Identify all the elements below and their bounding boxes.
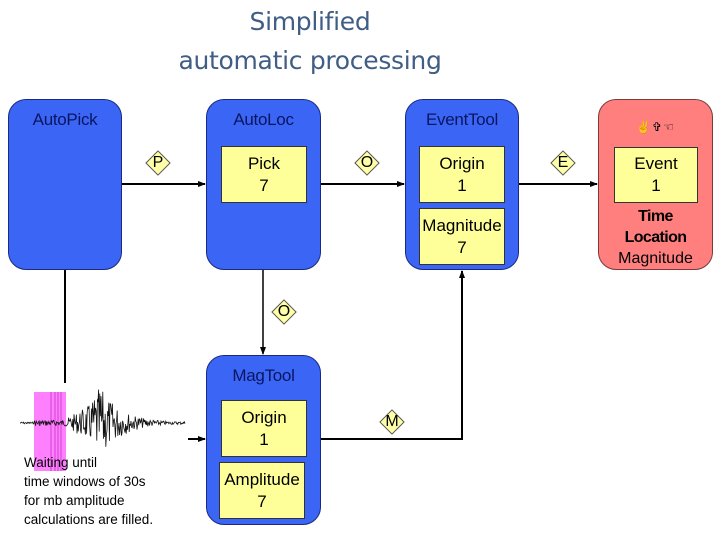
object-count: 7 bbox=[259, 175, 269, 195]
connector-label: P bbox=[152, 154, 164, 171]
connector-badge-p: P bbox=[145, 150, 171, 176]
attribute-location: Location bbox=[624, 229, 687, 246]
waveform-trace bbox=[19, 389, 186, 447]
process-magtool[interactable]: MagTool Origin 1 Amplitude 7 bbox=[206, 355, 321, 525]
object-origin[interactable]: Origin 1 bbox=[419, 146, 505, 203]
waveform-path bbox=[19, 389, 186, 447]
object-magnitude[interactable]: Magnitude 7 bbox=[419, 208, 505, 265]
connector-badge-o: O bbox=[354, 150, 380, 176]
process-label: EventTool bbox=[426, 110, 498, 129]
process-label: MagTool bbox=[232, 366, 295, 385]
time-window-lines bbox=[50, 392, 62, 471]
process-autopick[interactable]: AutoPick bbox=[8, 99, 122, 270]
hand-gesture-icons: ✌✞☜ bbox=[636, 120, 675, 134]
caption-line: time windows of 30s bbox=[24, 474, 146, 489]
object-name: Origin bbox=[439, 153, 485, 173]
connector-label: O bbox=[277, 303, 291, 320]
object-name: Origin bbox=[241, 407, 287, 427]
object-count: 1 bbox=[651, 176, 661, 195]
slide-title-line-1: Simplified bbox=[249, 7, 371, 36]
connector-label: M bbox=[385, 413, 399, 430]
object-name: Pick bbox=[247, 153, 281, 173]
object-event[interactable]: Event 1 bbox=[614, 147, 698, 203]
connector-label: O bbox=[360, 154, 374, 171]
object-origin[interactable]: Origin 1 bbox=[221, 400, 307, 457]
object-name: Event bbox=[634, 154, 678, 173]
slide-title-line-2: automatic processing bbox=[178, 46, 442, 75]
waveform-caption: Waiting until time windows of 30s for mb… bbox=[24, 453, 153, 529]
object-count: 1 bbox=[457, 175, 467, 195]
caption-line: calculations are filled. bbox=[24, 512, 154, 527]
object-amplitude[interactable]: Amplitude 7 bbox=[219, 462, 305, 519]
object-count: 7 bbox=[257, 491, 267, 511]
attribute-magnitude: Magnitude bbox=[618, 250, 693, 267]
arrow-magtool-to-eventtool bbox=[320, 270, 465, 440]
process-label: AutoLoc bbox=[233, 110, 294, 129]
event-attributes: Time Location Magnitude bbox=[599, 206, 712, 269]
process-eventtool[interactable]: EventTool Origin 1 Magnitude 7 bbox=[405, 99, 519, 270]
object-name: Magnitude bbox=[422, 215, 502, 235]
connector-badge-o: O bbox=[271, 299, 297, 325]
caption-line: for mb amplitude bbox=[24, 493, 125, 508]
object-count: 1 bbox=[259, 429, 269, 449]
caption-line: Waiting until bbox=[24, 455, 98, 470]
object-count: 7 bbox=[457, 237, 467, 257]
process-autoloc[interactable]: AutoLoc Pick 7 bbox=[206, 99, 321, 270]
object-name: Amplitude bbox=[224, 469, 300, 489]
process-label: AutoPick bbox=[32, 110, 98, 129]
connector-badge-m: M bbox=[379, 409, 405, 435]
object-pick[interactable]: Pick 7 bbox=[221, 146, 307, 203]
process-output[interactable]: ✌✞☜ Event 1 Time Location Magnitude bbox=[598, 99, 713, 270]
connector-badge-e: E bbox=[550, 150, 576, 176]
connector-label: E bbox=[557, 154, 569, 171]
attribute-time: Time bbox=[638, 208, 673, 225]
